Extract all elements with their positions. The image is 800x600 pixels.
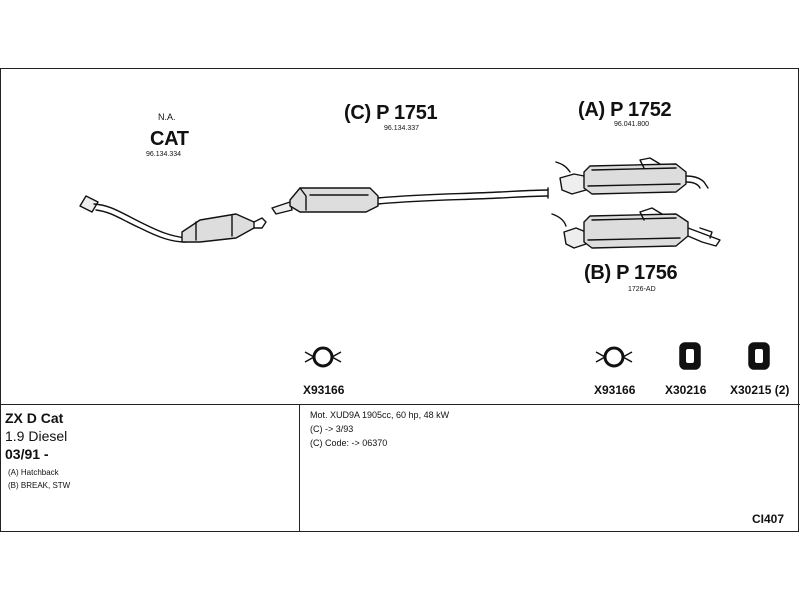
note-line: Mot. XUD9A 1905cc, 60 hp, 48 kW bbox=[310, 410, 450, 420]
column-divider bbox=[299, 404, 300, 532]
vehicle-variant: (A) Hatchback bbox=[8, 468, 59, 477]
note-line: (C) Code: -> 06370 bbox=[310, 438, 388, 448]
part-b-ref: 1726-AD bbox=[628, 286, 656, 293]
part-c-title: (C) P 1751 bbox=[344, 102, 438, 124]
sheet-code: CI407 bbox=[752, 512, 785, 526]
diagram-frame bbox=[0, 68, 799, 532]
part-a-ref: 96.041.800 bbox=[614, 121, 650, 128]
accessory-code: X93166 bbox=[303, 383, 345, 397]
center-silencer-icon bbox=[271, 187, 549, 215]
catalytic-converter-icon bbox=[79, 195, 267, 243]
part-b-title: (B) P 1756 bbox=[584, 262, 678, 284]
cat-ref: 96.134.334 bbox=[146, 151, 182, 158]
part-c-ref: 96.134.337 bbox=[384, 125, 420, 132]
rear-silencer-b-icon bbox=[551, 207, 721, 249]
accessory-code: X30216 bbox=[665, 383, 707, 397]
part-a-title: (A) P 1752 bbox=[578, 99, 672, 121]
section-divider bbox=[0, 404, 800, 405]
vehicle-engine: 1.9 Diesel bbox=[5, 428, 68, 444]
cat-title: CAT bbox=[150, 128, 189, 150]
vehicle-year: 03/91 - bbox=[5, 446, 49, 462]
accessory-code: X30215 (2) bbox=[730, 383, 790, 397]
vehicle-variant: (B) BREAK, STW bbox=[8, 481, 71, 490]
clamp-icon bbox=[304, 346, 342, 368]
rubber-hanger-icon bbox=[748, 342, 770, 370]
rubber-hanger-icon bbox=[679, 342, 701, 370]
vehicle-model: ZX D Cat bbox=[5, 410, 64, 426]
accessory-code: X93166 bbox=[594, 383, 636, 397]
cat-prefix: N.A. bbox=[158, 112, 176, 122]
note-line: (C) -> 3/93 bbox=[310, 424, 354, 434]
clamp-icon bbox=[595, 346, 633, 368]
rear-silencer-a-icon bbox=[555, 157, 709, 195]
